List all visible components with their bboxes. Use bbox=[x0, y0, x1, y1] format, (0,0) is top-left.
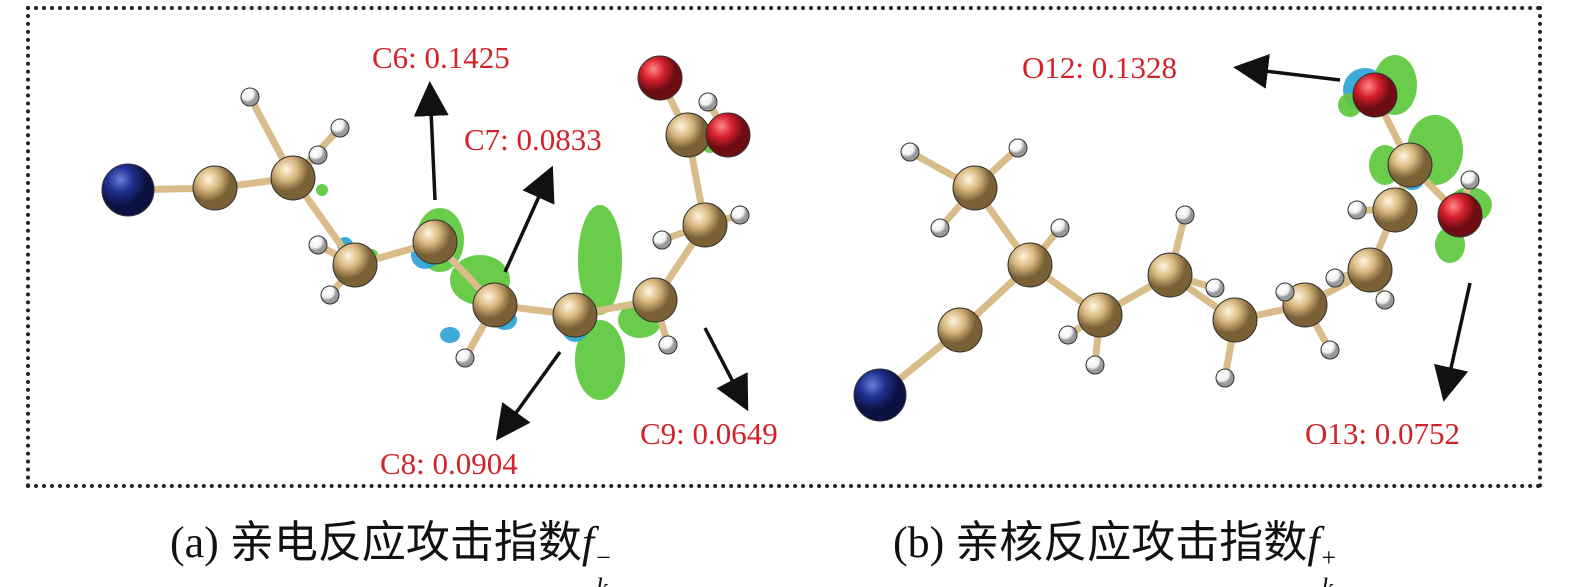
carbon-atom bbox=[952, 165, 998, 211]
hydrogen-atom bbox=[240, 87, 260, 107]
arrow-c9 bbox=[703, 327, 749, 412]
oxygen-atom bbox=[1437, 192, 1483, 238]
positive-isosurface bbox=[316, 184, 328, 196]
caption-b: (b) 亲核反应攻击指数f+k bbox=[893, 506, 1342, 587]
hydrogen-atom bbox=[698, 92, 718, 112]
hydrogen-atom bbox=[308, 145, 328, 165]
hydrogen-atom bbox=[1050, 218, 1070, 238]
oxygen-atom bbox=[637, 55, 683, 101]
arrow-o12 bbox=[1233, 53, 1341, 89]
hydrogen-atom bbox=[1325, 268, 1345, 288]
caption-a-superscript: − bbox=[596, 543, 611, 572]
carbon-atom bbox=[665, 112, 711, 158]
hydrogen-atom bbox=[1460, 170, 1480, 190]
hydrogen-atom bbox=[1320, 340, 1340, 360]
hydrogen-atom bbox=[1347, 200, 1367, 220]
negative-isosurface bbox=[440, 327, 460, 343]
hydrogen-atom bbox=[930, 218, 950, 238]
carbon-atom bbox=[270, 155, 316, 201]
positive-isosurface bbox=[578, 205, 622, 315]
carbon-atom bbox=[1347, 247, 1393, 293]
hydrogen-atom bbox=[652, 230, 672, 250]
arrow-c7 bbox=[503, 165, 555, 273]
hydrogen-atom bbox=[1085, 355, 1105, 375]
label-c9: C9: 0.0649 bbox=[640, 416, 778, 451]
carbon-atom bbox=[1077, 292, 1123, 338]
carbon-atom bbox=[682, 202, 728, 248]
oxygen-atom bbox=[1352, 72, 1398, 118]
hydrogen-atom bbox=[1008, 138, 1028, 158]
hydrogen-atom bbox=[1058, 325, 1078, 345]
label-c6: C6: 0.1425 bbox=[372, 40, 510, 75]
caption-b-subscript: k bbox=[1322, 573, 1334, 587]
carbon-atom bbox=[472, 282, 518, 328]
carbon-atom bbox=[1212, 297, 1258, 343]
carbon-atom bbox=[632, 277, 678, 323]
carbon-atom bbox=[1007, 242, 1053, 288]
nitrogen-atom bbox=[853, 368, 907, 422]
hydrogen-atom bbox=[658, 335, 678, 355]
hydrogen-atom bbox=[1375, 290, 1395, 310]
carbon-atom bbox=[412, 219, 458, 265]
label-c8: C8: 0.0904 bbox=[380, 446, 518, 481]
hydrogen-atom bbox=[1175, 205, 1195, 225]
label-o12: O12: 0.1328 bbox=[1022, 50, 1177, 85]
hydrogen-atom bbox=[730, 205, 750, 225]
hydrogen-atom bbox=[1275, 282, 1295, 302]
hydrogen-atom bbox=[1215, 368, 1235, 388]
carbon-atom bbox=[937, 307, 983, 353]
hydrogen-atom bbox=[1205, 278, 1225, 298]
caption-a: (a) 亲电反应攻击指数f−k bbox=[170, 506, 616, 587]
hydrogen-atom bbox=[455, 348, 475, 368]
caption-a-subscript: k bbox=[596, 573, 608, 587]
hydrogen-atom bbox=[308, 235, 328, 255]
caption-a-text: (a) 亲电反应攻击指数 bbox=[170, 518, 582, 567]
hydrogen-atom bbox=[330, 118, 350, 138]
dotted-frame bbox=[26, 6, 1542, 488]
caption-b-text: (b) 亲核反应攻击指数 bbox=[893, 518, 1308, 567]
caption-b-superscript: + bbox=[1321, 543, 1337, 572]
hydrogen-atom bbox=[320, 285, 340, 305]
hydrogen-atom bbox=[900, 142, 920, 162]
nitrogen-atom bbox=[101, 163, 155, 217]
arrow-c8 bbox=[495, 350, 562, 441]
carbon-atom bbox=[332, 242, 378, 288]
label-o13: O13: 0.0752 bbox=[1305, 416, 1460, 451]
carbon-atom bbox=[552, 292, 598, 338]
caption-a-symbol: f bbox=[581, 518, 595, 567]
arrow-o13 bbox=[1434, 282, 1472, 402]
carbon-atom bbox=[192, 165, 238, 211]
carbon-atom bbox=[1387, 142, 1433, 188]
oxygen-atom bbox=[705, 112, 751, 158]
positive-isosurface bbox=[575, 320, 625, 400]
label-c7: C7: 0.0833 bbox=[464, 122, 602, 157]
carbon-atom bbox=[1372, 187, 1418, 233]
arrow-c6 bbox=[413, 81, 449, 201]
carbon-atom bbox=[1147, 252, 1193, 298]
caption-b-symbol: f bbox=[1307, 518, 1320, 567]
